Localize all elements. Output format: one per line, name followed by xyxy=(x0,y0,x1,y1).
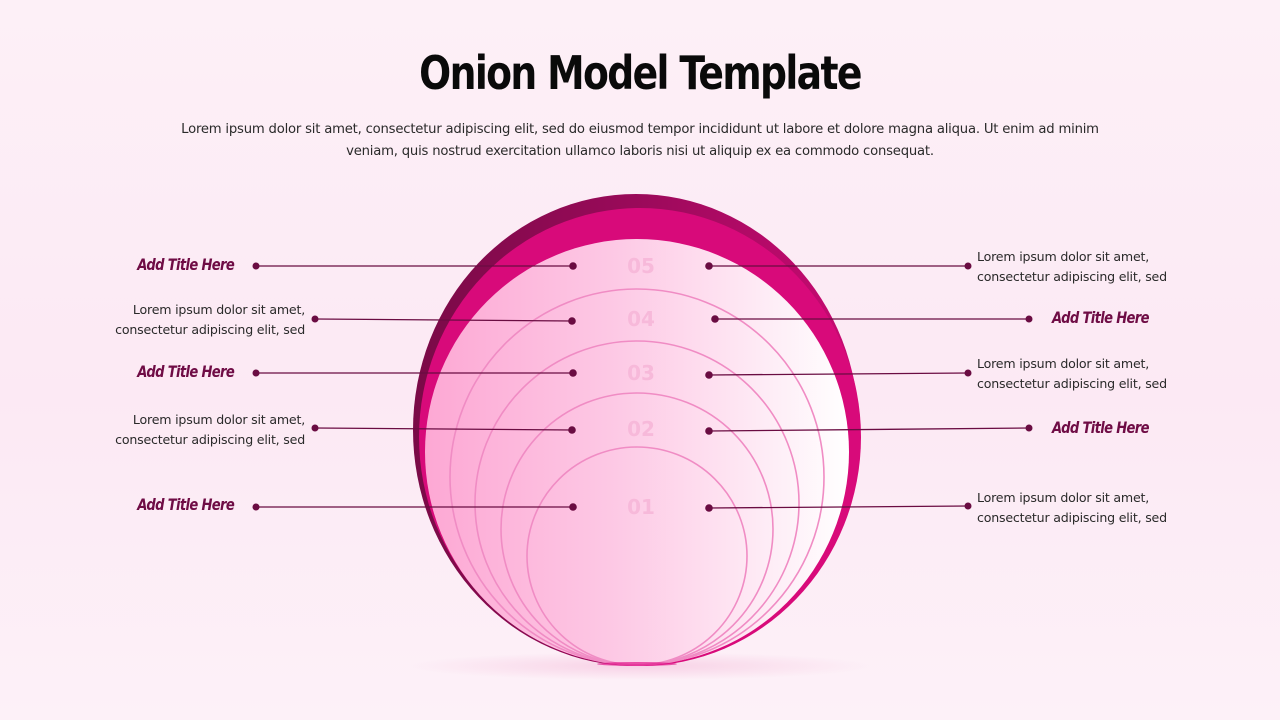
layer-05-right-text: Lorem ipsum dolor sit amet, consectetur … xyxy=(977,249,1167,284)
page-title: Onion Model Template xyxy=(419,46,862,100)
layer-number-02: 02 xyxy=(627,417,655,441)
layer-02-right-title: Add Title Here xyxy=(1052,418,1150,437)
inner-base-accent xyxy=(597,662,677,666)
layer-04-left-text: Lorem ipsum dolor sit amet, consectetur … xyxy=(115,302,305,337)
layer-05-left-title: Add Title Here xyxy=(137,255,235,274)
page-subtitle: Lorem ipsum dolor sit amet, consectetur … xyxy=(160,119,1120,163)
layer-number-03: 03 xyxy=(627,361,655,385)
subtitle-line-1: Lorem ipsum dolor sit amet, consectetur … xyxy=(181,122,1099,137)
layer-01-right-text: Lorem ipsum dolor sit amet, consectetur … xyxy=(977,490,1167,525)
layer-01-left-title: Add Title Here xyxy=(137,495,235,514)
layer-05-fill xyxy=(425,239,849,665)
layer-02-left-text: Lorem ipsum dolor sit amet, consectetur … xyxy=(115,412,305,447)
subtitle-line-2: veniam, quis nostrud exercitation ullamc… xyxy=(346,144,934,159)
layer-03-left-title: Add Title Here xyxy=(137,362,235,381)
connectors-right xyxy=(705,262,1033,512)
layer-number-04: 04 xyxy=(627,307,655,331)
layer-number-01: 01 xyxy=(627,495,655,519)
layer-number-05: 05 xyxy=(627,254,655,278)
connectors-left xyxy=(252,262,577,511)
layer-03-right-text: Lorem ipsum dolor sit amet, consectetur … xyxy=(977,356,1167,391)
layer-04-right-title: Add Title Here xyxy=(1052,308,1150,327)
